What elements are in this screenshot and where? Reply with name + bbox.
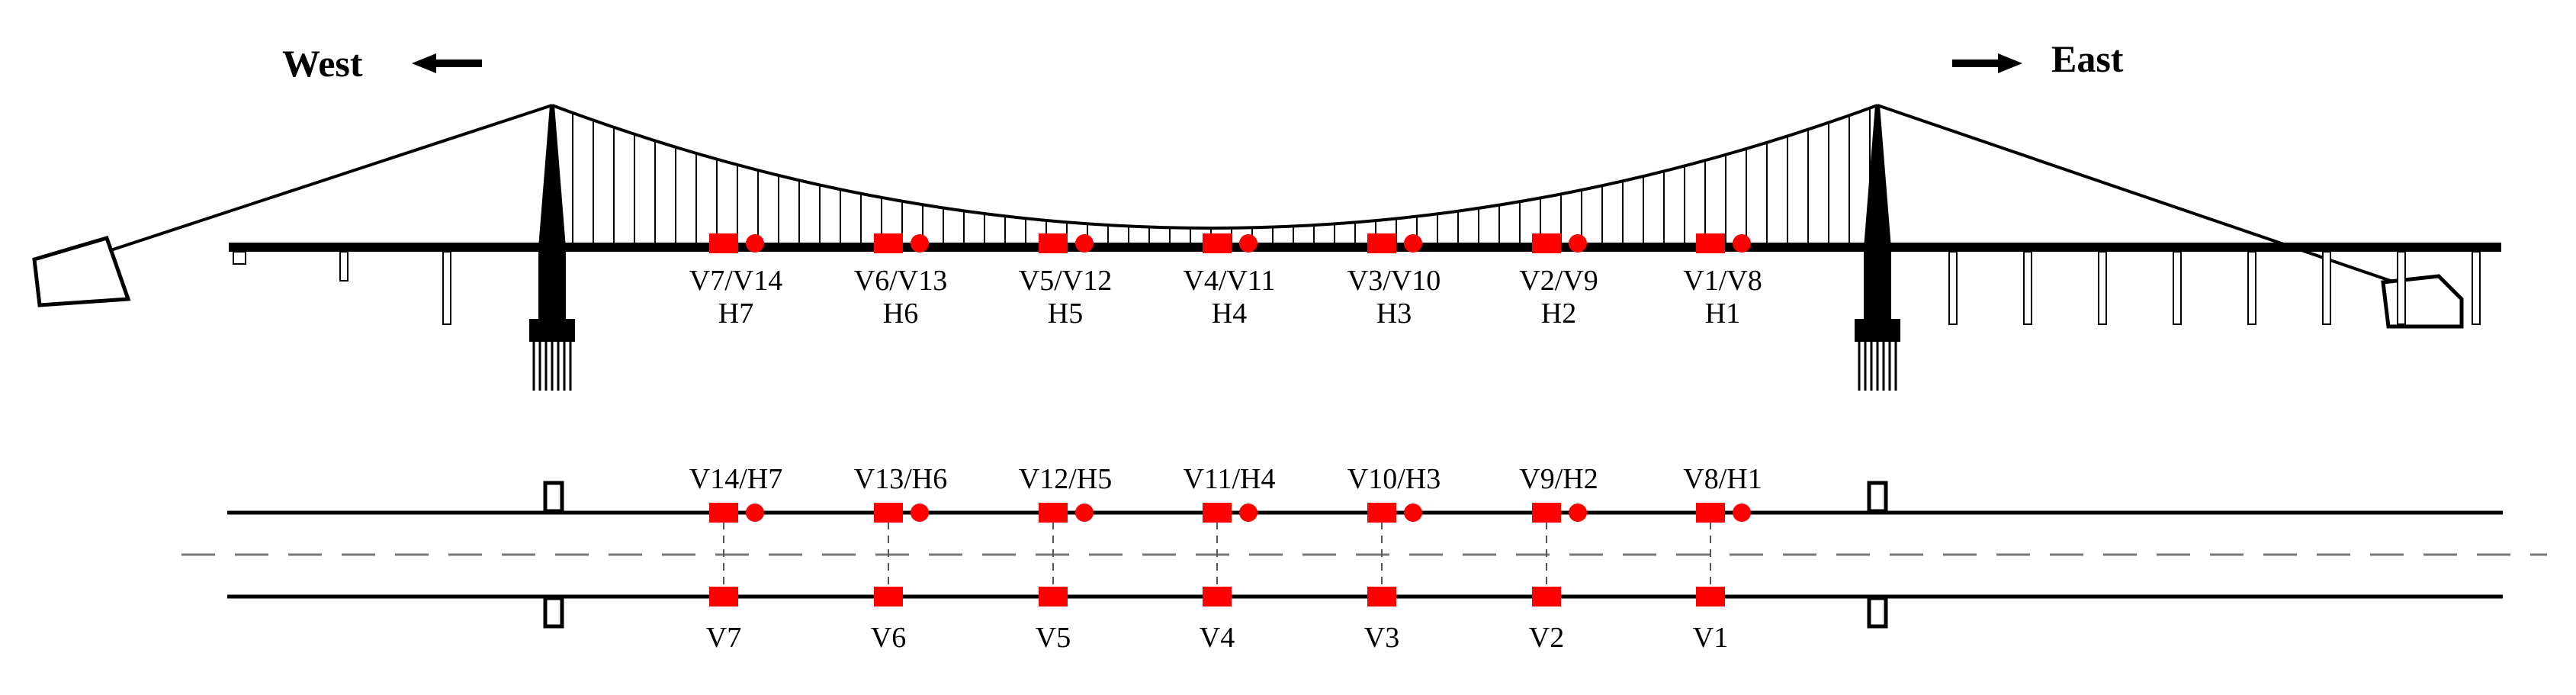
elevation-sensor-top-label: V4/V11 xyxy=(1183,265,1275,297)
plan-sensor-top-label: V8/H1 xyxy=(1683,463,1762,495)
sensor-square-north xyxy=(1203,503,1232,523)
sensor-square-north xyxy=(1039,503,1068,523)
sensor-square-south xyxy=(1367,587,1396,607)
sensor-square-south xyxy=(874,587,903,607)
elevation-sensor-group: V7/V14 H7 V6/V13 H6 V5/V12 H5 V4/V11 H4 xyxy=(689,233,1762,330)
west-arrow-icon xyxy=(412,53,482,73)
plan-sensor-bottom-label: V7 xyxy=(706,622,741,654)
plan-sensor-bottom-label: V5 xyxy=(1036,622,1071,654)
east-arrow-icon xyxy=(1952,53,2022,73)
east-anchorage xyxy=(2381,274,2464,329)
plan-sensor-2: V9/H2 V2 xyxy=(1519,463,1598,654)
sensor-square xyxy=(1203,233,1232,253)
sensor-square xyxy=(874,233,903,253)
plan-sensor-top-label: V13/H6 xyxy=(854,463,947,495)
sensor-square xyxy=(1039,233,1068,253)
elevation-sensor-bottom-label: H7 xyxy=(718,298,753,330)
sensor-square xyxy=(1367,233,1396,253)
elevation-view: V7/V14 H7 V6/V13 H6 V5/V12 H5 V4/V11 H4 xyxy=(32,104,2501,391)
sensor-dot xyxy=(911,234,929,253)
plan-sensor-bottom-label: V2 xyxy=(1529,622,1564,654)
sensor-square-south xyxy=(709,587,738,607)
east-backstay-cable xyxy=(1877,104,2445,301)
plan-sensor-5: V12/H5 V5 xyxy=(1019,463,1112,654)
elevation-sensor-top-label: V5/V12 xyxy=(1019,265,1112,297)
plan-sensor-bottom-label: V4 xyxy=(1200,622,1235,654)
elevation-sensor-3: V3/V10 H3 xyxy=(1347,233,1441,330)
sensor-dot xyxy=(1404,234,1422,253)
elevation-sensor-top-label: V6/V13 xyxy=(854,265,947,297)
elevation-sensor-2: V2/V9 H2 xyxy=(1519,233,1598,330)
plan-sensor-bottom-label: V3 xyxy=(1364,622,1399,654)
elevation-sensor-bottom-label: H4 xyxy=(1212,298,1247,330)
sensor-square-south xyxy=(1039,587,1068,607)
west-anchorage xyxy=(32,235,131,307)
elevation-sensor-top-label: V7/V14 xyxy=(689,265,782,297)
sensor-dot xyxy=(1733,504,1751,522)
plan-sensor-7: V14/H7 V7 xyxy=(689,463,782,654)
west-tower xyxy=(529,105,575,391)
bridge-deck xyxy=(229,243,2501,252)
sensor-dot xyxy=(1075,504,1094,522)
elevation-sensor-7: V7/V14 H7 xyxy=(689,233,782,330)
elevation-sensor-bottom-label: H2 xyxy=(1541,298,1576,330)
plan-sensor-group: V14/H7 V7 V13/H6 V6 V12/H5 V5 xyxy=(689,463,1762,654)
west-approach-piers xyxy=(233,251,451,325)
plan-sensor-bottom-label: V6 xyxy=(871,622,906,654)
sensor-dot xyxy=(1239,504,1257,522)
west-backstay-cable xyxy=(98,104,553,256)
sensor-dot xyxy=(746,504,764,522)
east-label: East xyxy=(2051,37,2124,80)
sensor-square xyxy=(1696,233,1725,253)
east-approach-piers xyxy=(1948,251,2481,325)
main-cable xyxy=(551,104,1878,230)
sensor-dot xyxy=(1075,234,1094,253)
sensor-dot xyxy=(746,234,764,253)
sensor-square-north xyxy=(1367,503,1396,523)
plan-sensor-bottom-label: V1 xyxy=(1693,622,1728,654)
elevation-sensor-bottom-label: H5 xyxy=(1048,298,1083,330)
plan-sensor-3: V10/H3 V3 xyxy=(1347,463,1441,654)
plan-sensor-top-label: V12/H5 xyxy=(1019,463,1112,495)
west-label: West xyxy=(282,42,363,85)
sensor-square-north xyxy=(1696,503,1725,523)
plan-sensor-4: V11/H4 V4 xyxy=(1183,463,1275,654)
plan-west-tower xyxy=(543,481,564,629)
plan-sensor-top-label: V9/H2 xyxy=(1519,463,1598,495)
elevation-sensor-top-label: V1/V8 xyxy=(1683,265,1762,297)
sensor-square-north xyxy=(709,503,738,523)
elevation-sensor-bottom-label: H6 xyxy=(883,298,918,330)
elevation-sensor-top-label: V3/V10 xyxy=(1347,265,1441,297)
sensor-square xyxy=(1532,233,1561,253)
plan-sensor-6: V13/H6 V6 xyxy=(854,463,947,654)
elevation-sensor-bottom-label: H3 xyxy=(1376,298,1412,330)
plan-sensor-top-label: V11/H4 xyxy=(1183,463,1275,495)
plan-view: V14/H7 V7 V13/H6 V6 V12/H5 V5 xyxy=(181,463,2547,654)
sensor-dot xyxy=(1404,504,1422,522)
sensor-square-north xyxy=(1532,503,1561,523)
elevation-sensor-4: V4/V11 H4 xyxy=(1183,233,1276,330)
sensor-square-south xyxy=(1203,587,1232,607)
elevation-sensor-6: V6/V13 H6 xyxy=(854,233,947,330)
hangers xyxy=(572,108,1871,243)
sensor-dot xyxy=(1569,504,1587,522)
sensor-dot xyxy=(911,504,929,522)
sensor-dot xyxy=(1733,234,1751,253)
sensor-square-south xyxy=(1532,587,1561,607)
sensor-square-north xyxy=(874,503,903,523)
elevation-sensor-1: V1/V8 H1 xyxy=(1683,233,1762,330)
elevation-sensor-5: V5/V12 H5 xyxy=(1019,233,1112,330)
sensor-dot xyxy=(1569,234,1587,253)
plan-sensor-top-label: V14/H7 xyxy=(689,463,782,495)
elevation-sensor-bottom-label: H1 xyxy=(1705,298,1740,330)
east-tower xyxy=(1855,105,1900,391)
plan-sensor-1: V8/H1 V1 xyxy=(1683,463,1762,654)
sensor-dot xyxy=(1239,234,1257,253)
sensor-square-south xyxy=(1696,587,1725,607)
elevation-sensor-top-label: V2/V9 xyxy=(1519,265,1598,297)
sensor-square xyxy=(709,233,738,253)
plan-east-tower xyxy=(1867,481,1888,629)
plan-sensor-top-label: V10/H3 xyxy=(1347,463,1441,495)
